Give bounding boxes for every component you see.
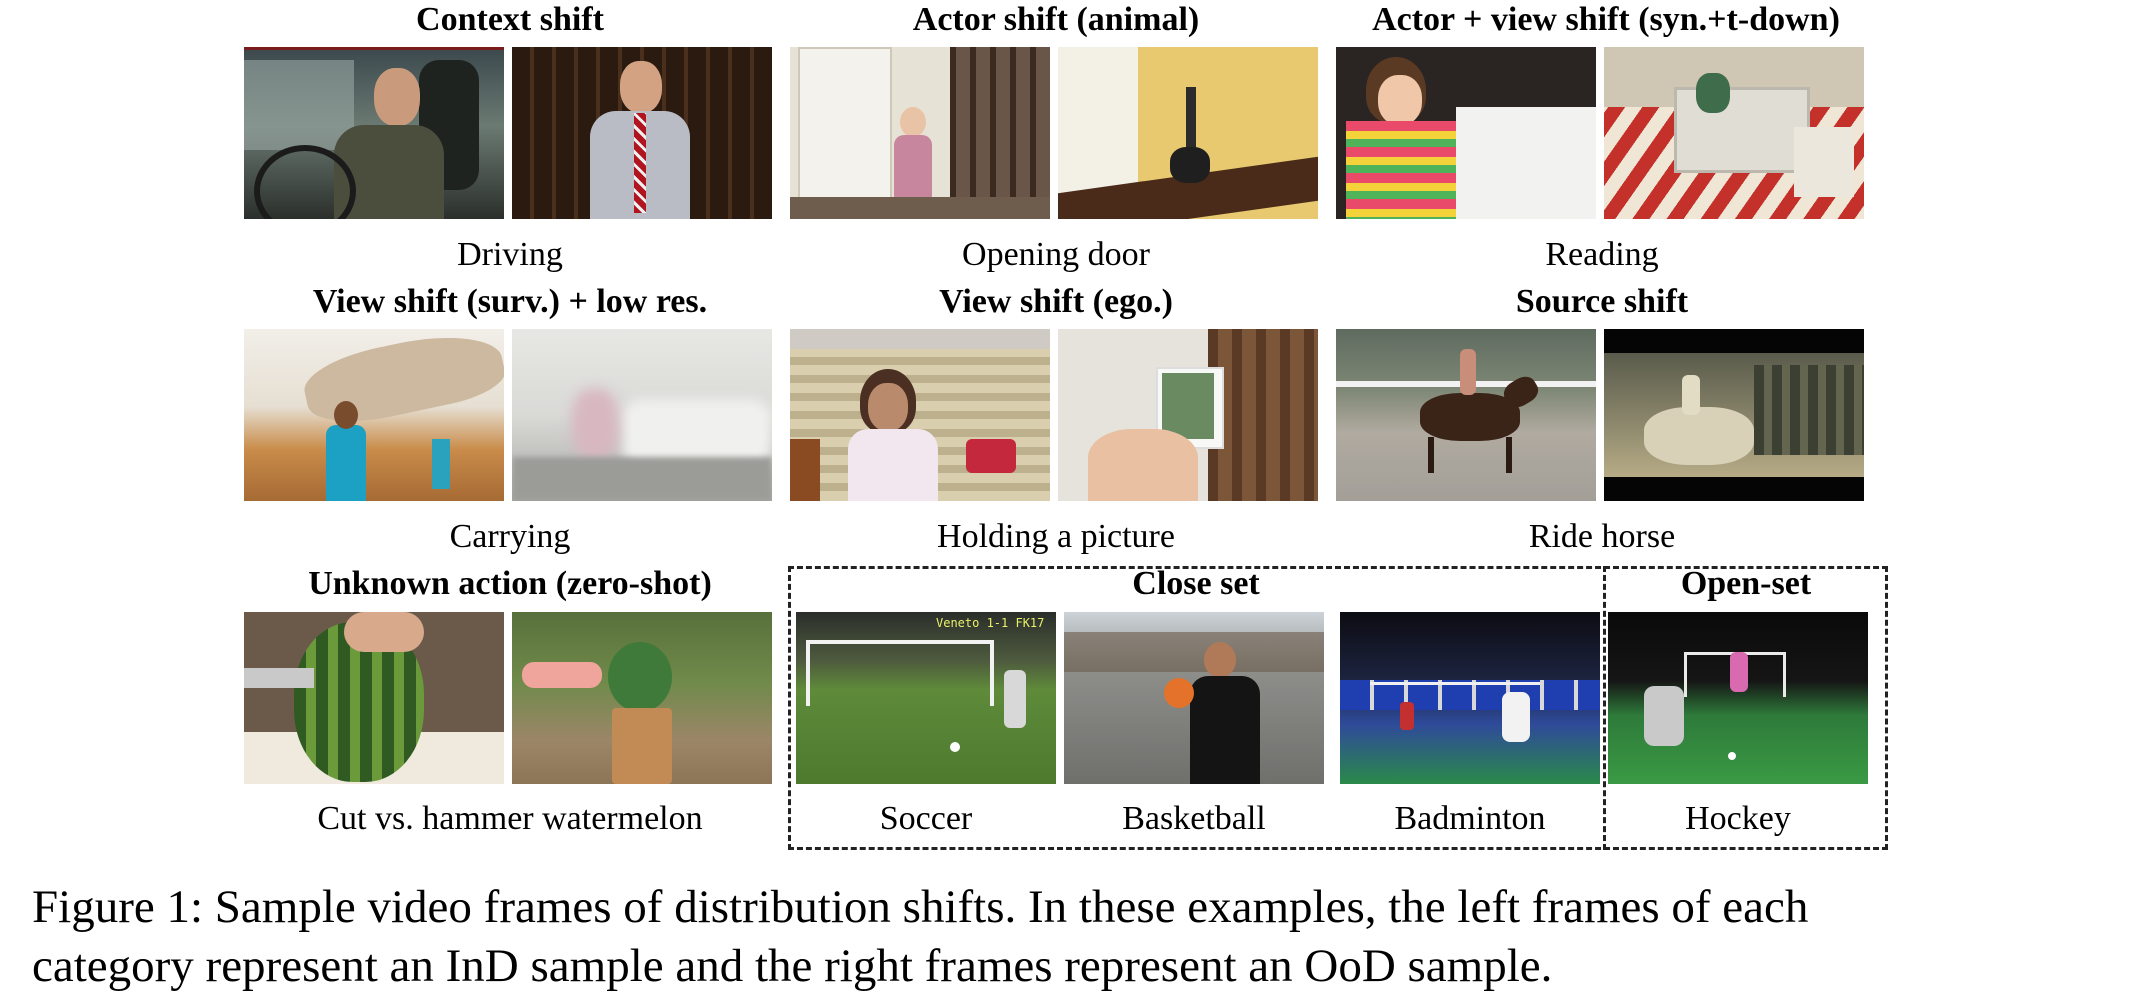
group-label-carrying: Carrying xyxy=(449,518,571,555)
group-title-actor-view-shift: Actor + view shift (syn.+t-down) xyxy=(1372,1,1840,38)
frame-driving-ind xyxy=(244,47,504,219)
group-label-watermelon: Cut vs. hammer watermelon xyxy=(317,800,703,837)
group-title-context-shift: Context shift xyxy=(416,1,604,38)
frame-holding-picture-ind xyxy=(790,329,1050,501)
group-label-driving: Driving xyxy=(457,236,563,273)
close-set-label-badminton: Badminton xyxy=(1394,800,1546,837)
open-set-label-hockey: Hockey xyxy=(1685,800,1791,837)
group-label-holding-picture: Holding a picture xyxy=(937,518,1175,555)
group-title-view-shift-surv: View shift (surv.) + low res. xyxy=(312,283,708,320)
frame-ride-horse-ood xyxy=(1604,329,1864,501)
close-set-title: Close set xyxy=(1132,565,1260,602)
group-title-source-shift: Source shift xyxy=(1515,283,1689,320)
frame-ride-horse-ind xyxy=(1336,329,1596,501)
frame-watermelon-ind xyxy=(244,612,504,784)
frame-basketball xyxy=(1064,612,1324,784)
frame-reading-ood xyxy=(1604,47,1864,219)
frame-holding-picture-ood xyxy=(1058,329,1318,501)
group-title-unknown-action: Unknown action (zero-shot) xyxy=(308,565,712,602)
group-label-ride-horse: Ride horse xyxy=(1528,518,1676,555)
close-set-label-basketball: Basketball xyxy=(1122,800,1266,837)
frame-hockey xyxy=(1608,612,1868,784)
frame-opening-door-ind xyxy=(790,47,1050,219)
frame-carrying-ood xyxy=(512,329,772,501)
open-set-divider xyxy=(1603,566,1606,850)
frame-watermelon-ood xyxy=(512,612,772,784)
frame-carrying-ind xyxy=(244,329,504,501)
group-label-opening-door: Opening door xyxy=(962,236,1150,273)
group-title-actor-shift: Actor shift (animal) xyxy=(912,1,1200,38)
group-title-view-shift-ego: View shift (ego.) xyxy=(939,283,1173,320)
figure-caption: Figure 1: Sample video frames of distrib… xyxy=(32,878,2102,996)
frame-badminton xyxy=(1340,612,1600,784)
close-set-box xyxy=(788,566,1888,850)
frame-soccer: Veneto 1-1 FK17 xyxy=(796,612,1056,784)
close-set-label-soccer: Soccer xyxy=(879,800,973,837)
figure-caption-line-2: category represent an InD sample and the… xyxy=(32,940,1553,992)
open-set-title: Open-set xyxy=(1680,565,1812,602)
frame-opening-door-ood xyxy=(1058,47,1318,219)
frame-reading-ind xyxy=(1336,47,1596,219)
soccer-score-overlay: Veneto 1-1 FK17 xyxy=(936,616,1045,630)
group-label-reading: Reading xyxy=(1545,236,1659,273)
frame-driving-ood xyxy=(512,47,772,219)
figure-caption-line-1: Figure 1: Sample video frames of distrib… xyxy=(32,881,1809,933)
